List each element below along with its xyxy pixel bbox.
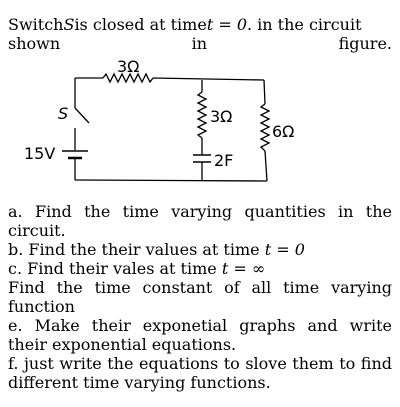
wire <box>264 150 268 182</box>
question-d-line1: Find the time constant of all time varyi… <box>8 278 392 297</box>
middle-resistor-label: 3Ω <box>210 107 232 126</box>
intro-line-2: shown in figure. <box>8 34 392 53</box>
question-c-text: c. Find their vales at time <box>8 259 222 278</box>
question-e-line1: e. Make their exponetial graphs and writ… <box>8 316 392 335</box>
intro-word: shown <box>8 34 61 53</box>
question-c-math: t = ∞ <box>221 259 266 278</box>
top-resistor <box>102 72 154 84</box>
switch-variable: S <box>63 15 75 34</box>
battery-label: 15V <box>24 144 55 163</box>
right-resistor <box>259 103 271 152</box>
wire <box>263 79 266 105</box>
middle-resistor <box>196 91 208 139</box>
switch-label: S <box>58 104 68 123</box>
wire <box>74 179 268 182</box>
question-b: b. Find the their values at time t = 0 <box>8 240 392 259</box>
intro-text: . in the circuit <box>247 15 362 34</box>
top-resistor-label: 3Ω <box>117 57 139 76</box>
wire <box>152 77 265 81</box>
time-zero-math: t = 0 <box>206 15 247 34</box>
question-b-math: t = 0 <box>264 240 305 259</box>
intro-word: in <box>191 34 208 53</box>
question-c: c. Find their vales at time t = ∞ <box>8 259 392 278</box>
intro-text: Switch <box>8 15 64 34</box>
intro-text: is closed at time <box>74 15 207 34</box>
question-a-line1: a. Find the time varying quantities in t… <box>8 202 392 221</box>
question-d-line2: function <box>8 297 75 316</box>
question-e-line2: their exponential equations. <box>8 335 237 354</box>
capacitor-label: 2F <box>214 151 233 170</box>
problem-intro: Switch S is closed at time t = 0. in the… <box>8 15 392 53</box>
question-a-line2: circuit. <box>8 221 66 240</box>
question-f-line1: f. just write the equations to slove the… <box>8 354 392 373</box>
intro-line-1: Switch S is closed at time t = 0. in the… <box>8 15 392 34</box>
right-resistor-label: 6Ω <box>272 122 294 141</box>
question-f-line2: different time varying functions. <box>8 373 271 392</box>
question-b-text: b. Find the their values at time <box>8 240 265 259</box>
switch-blade <box>74 107 90 124</box>
question-list: a. Find the time varying quantities in t… <box>8 202 392 392</box>
intro-word: figure. <box>338 34 392 53</box>
